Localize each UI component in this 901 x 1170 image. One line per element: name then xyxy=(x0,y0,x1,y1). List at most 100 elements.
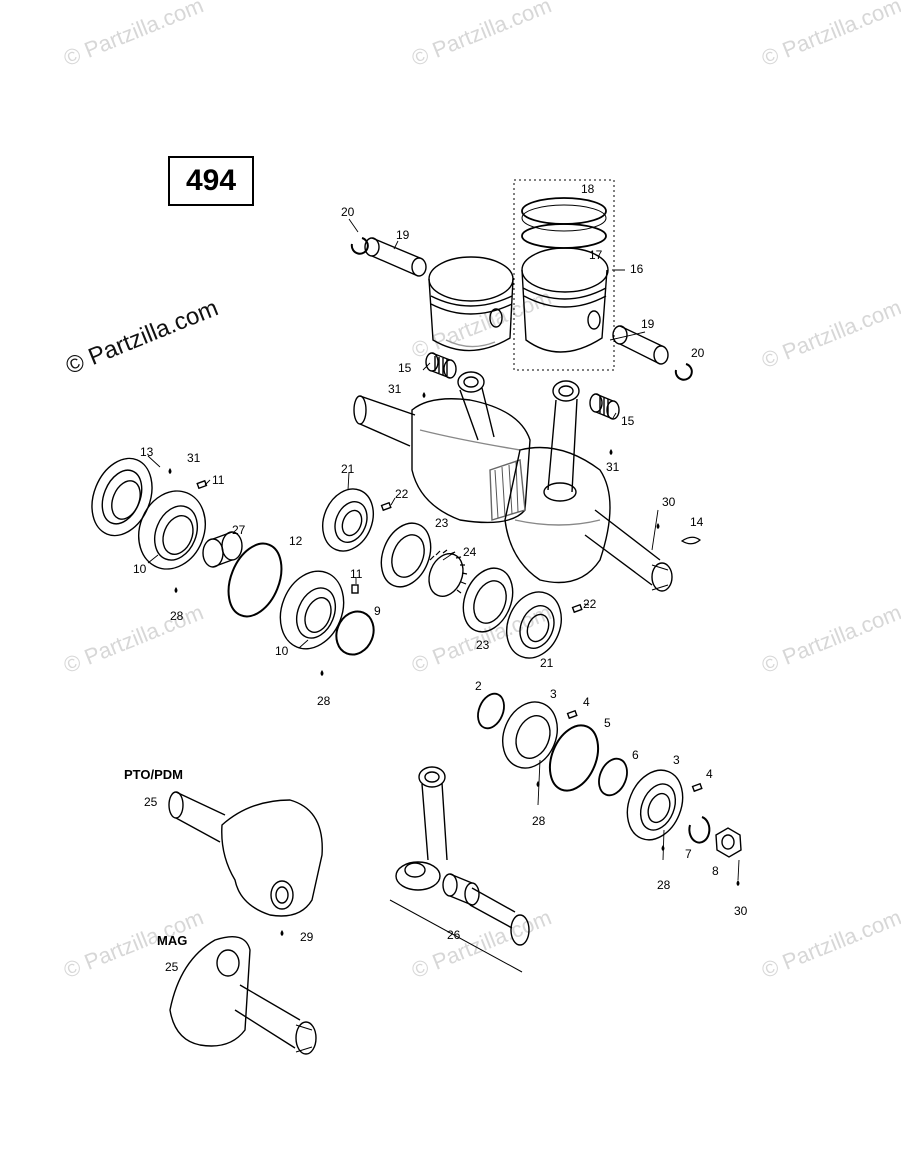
retaining-ring-part xyxy=(548,724,600,792)
oil-drop-icon xyxy=(736,880,740,886)
oil-drop-icon xyxy=(174,587,178,593)
callout-9: 9 xyxy=(374,604,381,618)
callout-leader-lines xyxy=(147,218,740,881)
oil-drop-icon xyxy=(422,392,426,398)
callout-25: 25 xyxy=(144,795,158,809)
callout-28: 28 xyxy=(170,609,184,623)
callout-4: 4 xyxy=(706,767,713,781)
piston-pin-part xyxy=(364,237,427,277)
ball-bearing-part xyxy=(322,488,374,552)
needle-bearing-part xyxy=(589,393,620,420)
callout-31: 31 xyxy=(187,451,201,465)
callout-24: 24 xyxy=(463,545,477,559)
lock-washer-part xyxy=(688,816,711,844)
ball-bearing-part xyxy=(138,490,206,570)
callout-22: 22 xyxy=(583,597,597,611)
nut-part xyxy=(715,827,742,858)
shim-ring-part xyxy=(598,757,628,797)
circlip-part xyxy=(674,363,693,381)
callout-21: 21 xyxy=(341,462,355,476)
needle-bearing-part xyxy=(442,873,480,906)
callout-10: 10 xyxy=(133,562,147,576)
callout-15: 15 xyxy=(398,361,412,375)
oil-drop-icon xyxy=(609,449,613,455)
callout-5: 5 xyxy=(604,716,611,730)
piston-ring-part xyxy=(521,204,607,232)
ball-bearing-part xyxy=(506,591,562,659)
callout-30: 30 xyxy=(734,904,748,918)
lubrication-drop-icons xyxy=(168,392,740,936)
thrust-washer-part xyxy=(462,567,514,633)
ball-bearing-part xyxy=(279,570,345,650)
callout-31: 31 xyxy=(388,382,402,396)
callout-20: 20 xyxy=(691,346,705,360)
callout-15: 15 xyxy=(621,414,635,428)
woodruff-key-part xyxy=(680,536,701,545)
dowel-pin-part xyxy=(380,501,392,512)
callout-12: 12 xyxy=(289,534,303,548)
callout-2: 2 xyxy=(475,679,482,693)
thrust-washer-part xyxy=(380,522,432,588)
piston-ring-part xyxy=(521,197,607,225)
callout-23: 23 xyxy=(476,638,490,652)
mag-crankshaft-half-part xyxy=(169,936,317,1055)
piston-ring-part xyxy=(521,223,607,249)
callout-7: 7 xyxy=(685,847,692,861)
needle-bearing-part xyxy=(425,352,457,379)
callout-17: 17 xyxy=(589,248,603,262)
oil-drop-icon xyxy=(168,468,172,474)
callout-19: 19 xyxy=(641,317,655,331)
callout-19: 19 xyxy=(396,228,410,242)
circlip-part xyxy=(350,237,369,255)
piston-right-part xyxy=(521,247,609,353)
callout-13: 13 xyxy=(140,445,154,459)
oil-drop-icon xyxy=(656,523,660,529)
callout-27: 27 xyxy=(232,523,246,537)
gear-part xyxy=(428,549,468,597)
callout-14: 14 xyxy=(690,515,704,529)
callout-3: 3 xyxy=(673,753,680,767)
oil-drop-icon xyxy=(320,670,324,676)
callout-31: 31 xyxy=(606,460,620,474)
sleeve-part xyxy=(202,531,243,568)
piston-left-part xyxy=(428,256,514,352)
callout-28: 28 xyxy=(657,878,671,892)
dowel-pin-part xyxy=(691,782,703,793)
callout-20: 20 xyxy=(341,205,355,219)
dowel-pin-part xyxy=(351,584,359,594)
diagram-number-box: 494 xyxy=(168,156,254,206)
callout-4: 4 xyxy=(583,695,590,709)
ball-bearing-part xyxy=(626,769,684,841)
callout-11: 11 xyxy=(350,567,363,581)
callout-21: 21 xyxy=(540,656,554,670)
callout-26: 26 xyxy=(447,928,461,942)
connecting-rod-assembly-part xyxy=(389,766,530,973)
callout-10: 10 xyxy=(275,644,289,658)
callout-11: 11 xyxy=(212,473,225,487)
callout-18: 18 xyxy=(581,182,595,196)
pto-variant-label: PTO/PDM xyxy=(124,767,183,782)
pto-crankshaft-half-part xyxy=(168,791,323,917)
callout-6: 6 xyxy=(632,748,639,762)
callout-29: 29 xyxy=(300,930,314,944)
callout-28: 28 xyxy=(317,694,331,708)
callout-30: 30 xyxy=(662,495,676,509)
oil-seal-part xyxy=(91,457,153,537)
dowel-pin-part xyxy=(566,709,578,720)
callout-3: 3 xyxy=(550,687,557,701)
callout-28: 28 xyxy=(532,814,546,828)
callout-23: 23 xyxy=(435,516,449,530)
dowel-pin-part xyxy=(571,603,583,614)
oil-drop-icon xyxy=(280,930,284,936)
oil-drop-icon xyxy=(661,845,665,851)
thrust-ring-part xyxy=(335,610,375,656)
shim-ring-part xyxy=(477,692,505,730)
callout-16: 16 xyxy=(630,262,644,276)
dowel-pin-part xyxy=(196,479,208,490)
retaining-ring-part xyxy=(227,542,283,618)
piston-pin-part xyxy=(612,325,669,365)
oil-drop-icon xyxy=(536,781,540,787)
callout-22: 22 xyxy=(395,487,409,501)
